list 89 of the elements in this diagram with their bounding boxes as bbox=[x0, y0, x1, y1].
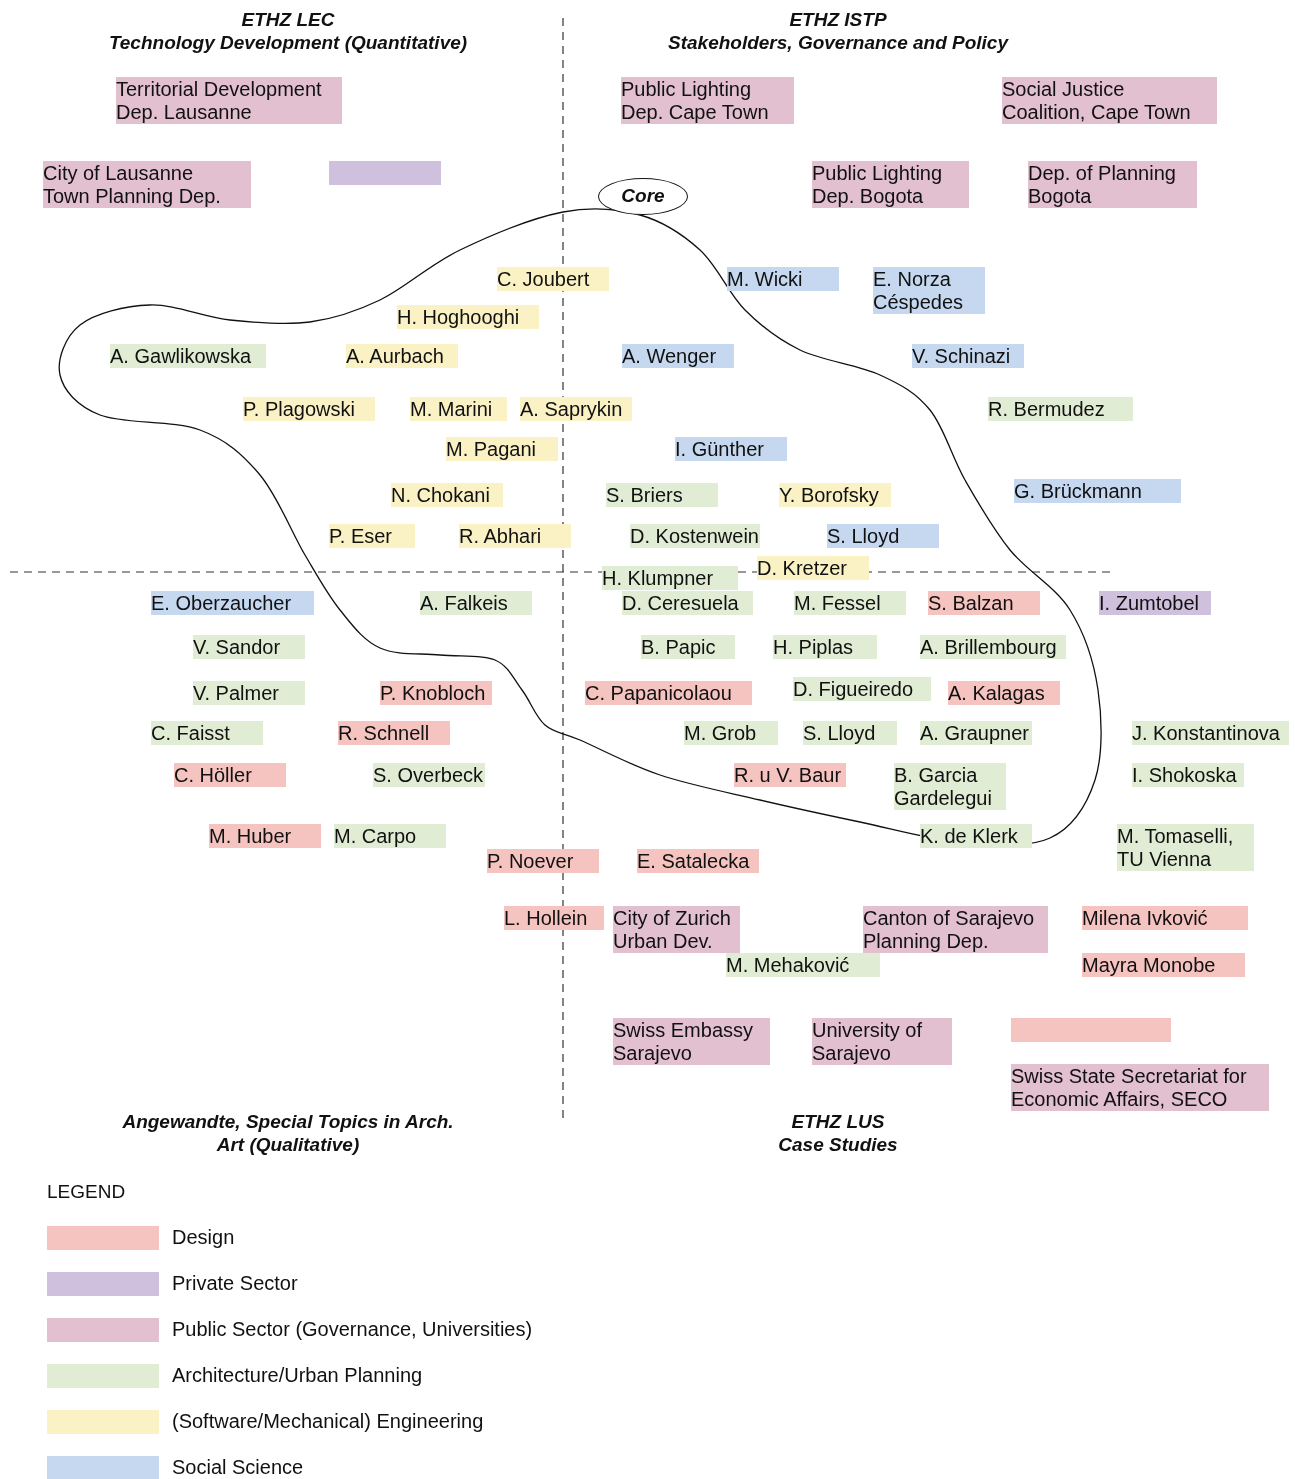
category-tag: Y. Borofsky bbox=[779, 483, 891, 507]
legend-heading: LEGEND bbox=[47, 1180, 126, 1203]
category-tag: M. Grob bbox=[684, 721, 778, 745]
category-tag: A. Wenger bbox=[622, 344, 734, 368]
category-tag: City of Lausanne Town Planning Dep. bbox=[43, 161, 251, 208]
category-tag: H. Klumpner bbox=[602, 566, 738, 590]
category-tag: R. Schnell bbox=[338, 721, 450, 745]
category-tag: S. Lloyd bbox=[803, 721, 897, 745]
category-tag: M. Fessel bbox=[794, 591, 906, 615]
legend-label: (Software/Mechanical) Engineering bbox=[172, 1410, 484, 1433]
category-tag: Milena Ivković bbox=[1082, 906, 1248, 930]
category-tag: I. Shokoska bbox=[1132, 763, 1244, 787]
category-tag: Social Justice Coalition, Cape Town bbox=[1002, 77, 1217, 124]
category-tag: A. Saprykin bbox=[520, 397, 632, 421]
category-tag: R. Bermudez bbox=[988, 397, 1133, 421]
category-tag: H. Piplas bbox=[773, 635, 877, 659]
category-tag: H. Hoghooghi bbox=[397, 305, 539, 329]
category-tag: I. Günther bbox=[675, 437, 787, 461]
category-tag: M. Tomaselli, TU Vienna bbox=[1117, 824, 1254, 871]
category-tag: B. Papic bbox=[641, 635, 735, 659]
category-tag: A. Falkeis bbox=[420, 591, 532, 615]
category-tag: P. Plagowski bbox=[243, 397, 375, 421]
category-tag: P. Noever bbox=[487, 849, 599, 873]
quadrant-heading: Art (Qualitative) bbox=[216, 1133, 360, 1156]
category-tag: P. Knobloch bbox=[380, 681, 492, 705]
category-tag: E. Oberzaucher bbox=[151, 591, 314, 615]
category-tag: Canton of Sarajevo Planning Dep. bbox=[863, 906, 1048, 953]
category-tag: M. Carpo bbox=[334, 824, 446, 848]
category-tag: M. Huber bbox=[209, 824, 321, 848]
category-tag: A. Aurbach bbox=[346, 344, 458, 368]
legend-label: Architecture/Urban Planning bbox=[172, 1364, 423, 1387]
category-tag: C. Faisst bbox=[151, 721, 263, 745]
empty-tag bbox=[1011, 1018, 1171, 1042]
category-tag: M. Pagani bbox=[446, 437, 558, 461]
category-tag: Dep. of Planning Bogota bbox=[1028, 161, 1197, 208]
category-tag: B. Garcia Gardelegui bbox=[894, 763, 1006, 810]
category-tag: A. Gawlikowska bbox=[110, 344, 266, 368]
category-tag: E. Norza Céspedes bbox=[873, 267, 985, 314]
category-tag: S. Lloyd bbox=[827, 524, 939, 548]
quadrant-heading: Angewandte, Special Topics in Arch. bbox=[122, 1110, 454, 1133]
category-tag: D. Ceresuela bbox=[622, 591, 753, 615]
quadrant-heading: ETHZ ISTP bbox=[789, 8, 887, 31]
legend-label: Public Sector (Governance, Universities) bbox=[172, 1318, 533, 1341]
category-tag: J. Konstantinova bbox=[1132, 721, 1289, 745]
category-tag: I. Zumtobel bbox=[1099, 591, 1211, 615]
category-tag: University of Sarajevo bbox=[812, 1018, 952, 1065]
category-tag: R. Abhari bbox=[459, 524, 571, 548]
category-tag: R. u V. Baur bbox=[734, 763, 846, 787]
legend-label: Design bbox=[172, 1226, 235, 1249]
quadrant-heading: Case Studies bbox=[778, 1133, 898, 1156]
category-tag: A. Graupner bbox=[920, 721, 1032, 745]
category-tag: N. Chokani bbox=[391, 483, 503, 507]
category-tag: S. Balzan bbox=[928, 591, 1040, 615]
core-ellipse: Core bbox=[598, 178, 688, 215]
empty-tag bbox=[329, 161, 441, 185]
quadrant-heading: Technology Development (Quantitative) bbox=[108, 31, 468, 54]
category-tag: Public Lighting Dep. Bogota bbox=[812, 161, 969, 208]
category-tag: Territorial Development Dep. Lausanne bbox=[116, 77, 342, 124]
category-tag: M. Wicki bbox=[727, 267, 839, 291]
category-tag: C. Höller bbox=[174, 763, 286, 787]
category-tag: S. Overbeck bbox=[373, 763, 485, 787]
category-tag: L. Hollein bbox=[504, 906, 604, 930]
category-tag: V. Palmer bbox=[193, 681, 305, 705]
category-tag: A. Kalagas bbox=[948, 681, 1060, 705]
category-tag: S. Briers bbox=[606, 483, 718, 507]
category-tag: Public Lighting Dep. Cape Town bbox=[621, 77, 794, 124]
category-tag: C. Joubert bbox=[497, 267, 609, 291]
category-tag: Swiss State Secretariat for Economic Affairs, SECO bbox=[1011, 1064, 1269, 1111]
category-tag: G. Brückmann bbox=[1014, 479, 1181, 503]
category-tag: D. Figueiredo bbox=[793, 677, 931, 701]
category-tag: M. Mehaković bbox=[726, 953, 880, 977]
category-tag: P. Eser bbox=[329, 524, 415, 548]
category-tag: E. Satalecka bbox=[637, 849, 759, 873]
category-tag: City of Zurich Urban Dev. bbox=[613, 906, 740, 953]
quadrant-heading: ETHZ LUS bbox=[791, 1110, 885, 1133]
category-tag: M. Marini bbox=[410, 397, 507, 421]
category-tag: K. de Klerk bbox=[920, 824, 1032, 848]
category-tag: C. Papanicolaou bbox=[585, 681, 752, 705]
category-tag: Swiss Embassy Sarajevo bbox=[613, 1018, 770, 1065]
category-tag: D. Kretzer bbox=[757, 556, 869, 580]
legend-label: Social Science bbox=[172, 1456, 304, 1479]
category-tag: V. Schinazi bbox=[912, 344, 1024, 368]
category-tag: A. Brillembourg bbox=[920, 635, 1066, 659]
category-tag: Mayra Monobe bbox=[1082, 953, 1245, 977]
legend-label: Private Sector bbox=[172, 1272, 298, 1295]
quadrant-heading: Stakeholders, Governance and Policy bbox=[668, 31, 1008, 54]
category-tag: D. Kostenwein bbox=[630, 524, 760, 548]
quadrant-heading: ETHZ LEC bbox=[241, 8, 335, 31]
category-tag: V. Sandor bbox=[193, 635, 305, 659]
